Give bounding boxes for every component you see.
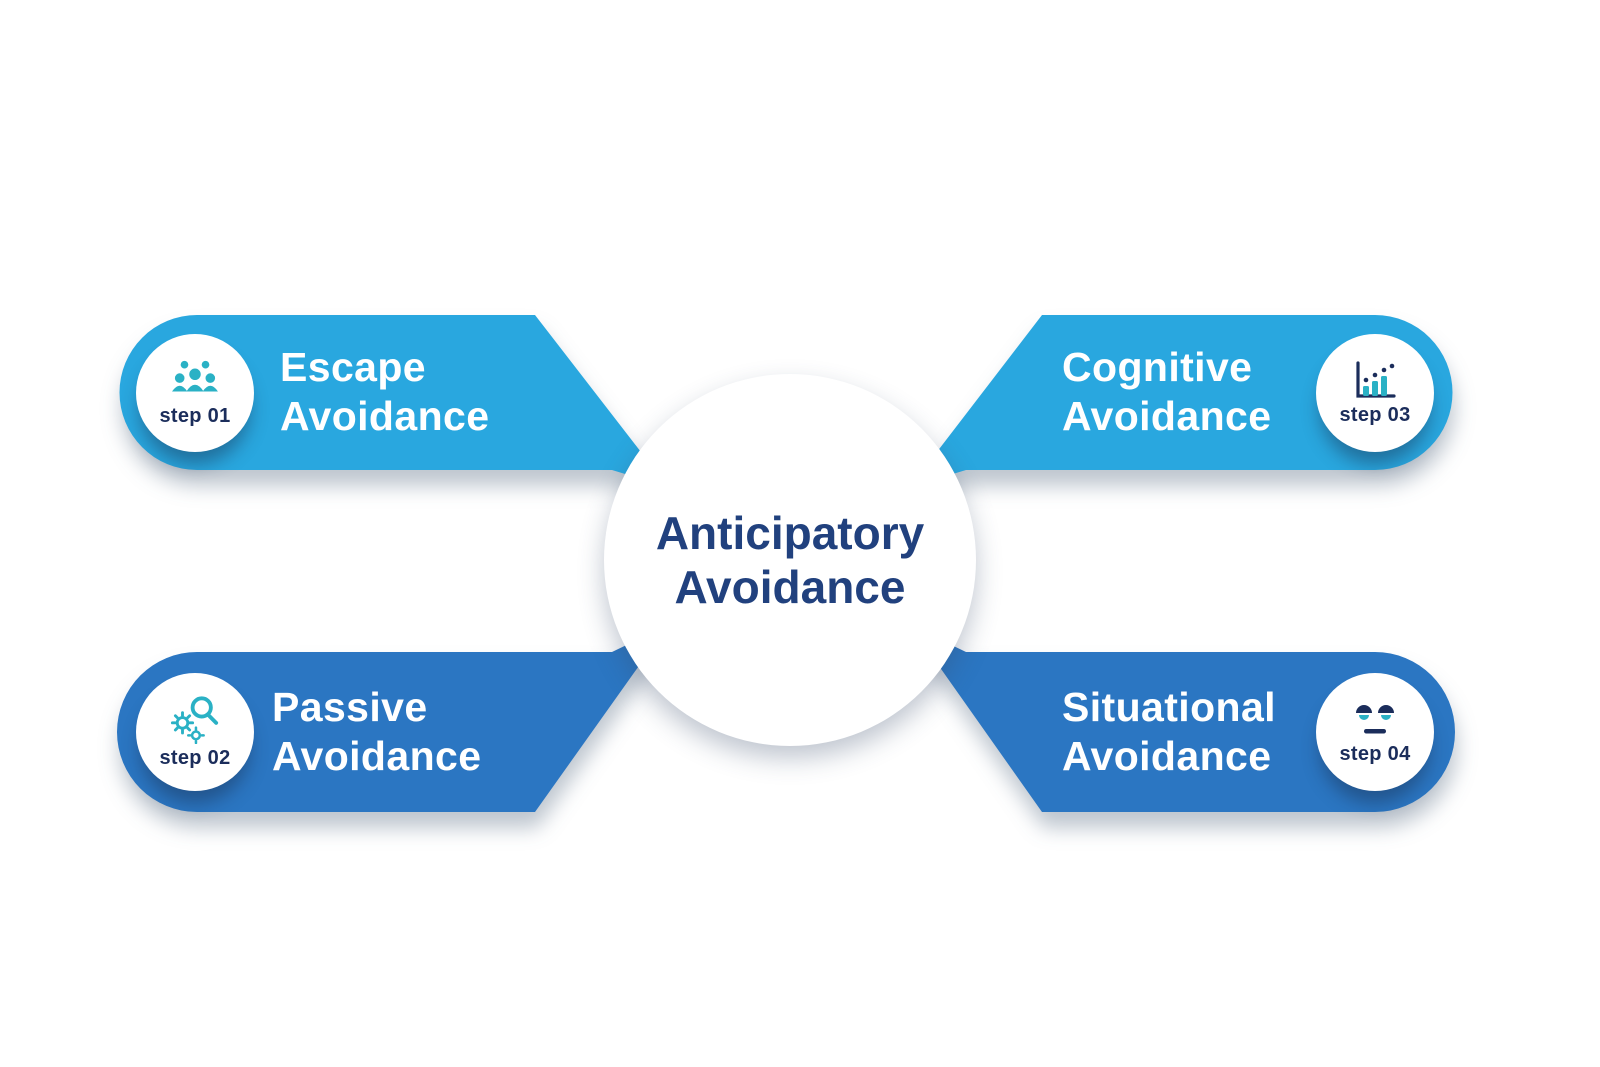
title-line: Avoidance: [1062, 733, 1272, 780]
step-label-01: step 01: [159, 405, 231, 427]
title-line: Escape: [280, 344, 427, 390]
title-line: Avoidance: [1062, 393, 1272, 440]
center-title-line2: Avoidance: [674, 561, 906, 613]
title-line: Situational: [1062, 684, 1276, 730]
bar-chart-icon: [1351, 359, 1399, 401]
center-title: Anticipatory Avoidance: [656, 506, 924, 615]
step-badge-03: step 03: [1316, 334, 1434, 452]
banner-situational-avoidance: [910, 625, 1455, 812]
step-title-situational-avoidance: Situational Avoidance: [1062, 683, 1276, 781]
title-line: Avoidance: [280, 393, 490, 440]
banner-escape-avoidance: [119, 315, 668, 487]
gears-magnifier-icon: [170, 694, 220, 745]
step-label-02: step 02: [159, 747, 231, 769]
center-title-line1: Anticipatory: [655, 506, 925, 559]
team-discussion-icon: [170, 358, 220, 402]
title-line: Passive: [272, 684, 428, 730]
banner-passive-avoidance: [117, 625, 668, 812]
step-badge-04: step 04: [1316, 673, 1434, 791]
step-badge-01: step 01: [136, 334, 254, 452]
step-title-escape-avoidance: Escape Avoidance: [280, 343, 489, 441]
title-line: Cognitive: [1062, 344, 1253, 390]
banner-cognitive-avoidance: [910, 315, 1453, 487]
center-node: Anticipatory Avoidance: [604, 374, 976, 746]
step-badge-02: step 02: [136, 673, 254, 791]
step-label-04: step 04: [1339, 743, 1411, 765]
neutral-face-icon: [1351, 698, 1399, 740]
step-title-cognitive-avoidance: Cognitive Avoidance: [1062, 343, 1271, 441]
title-line: Avoidance: [272, 733, 482, 780]
step-label-03: step 03: [1339, 404, 1411, 426]
step-title-passive-avoidance: Passive Avoidance: [272, 683, 481, 781]
